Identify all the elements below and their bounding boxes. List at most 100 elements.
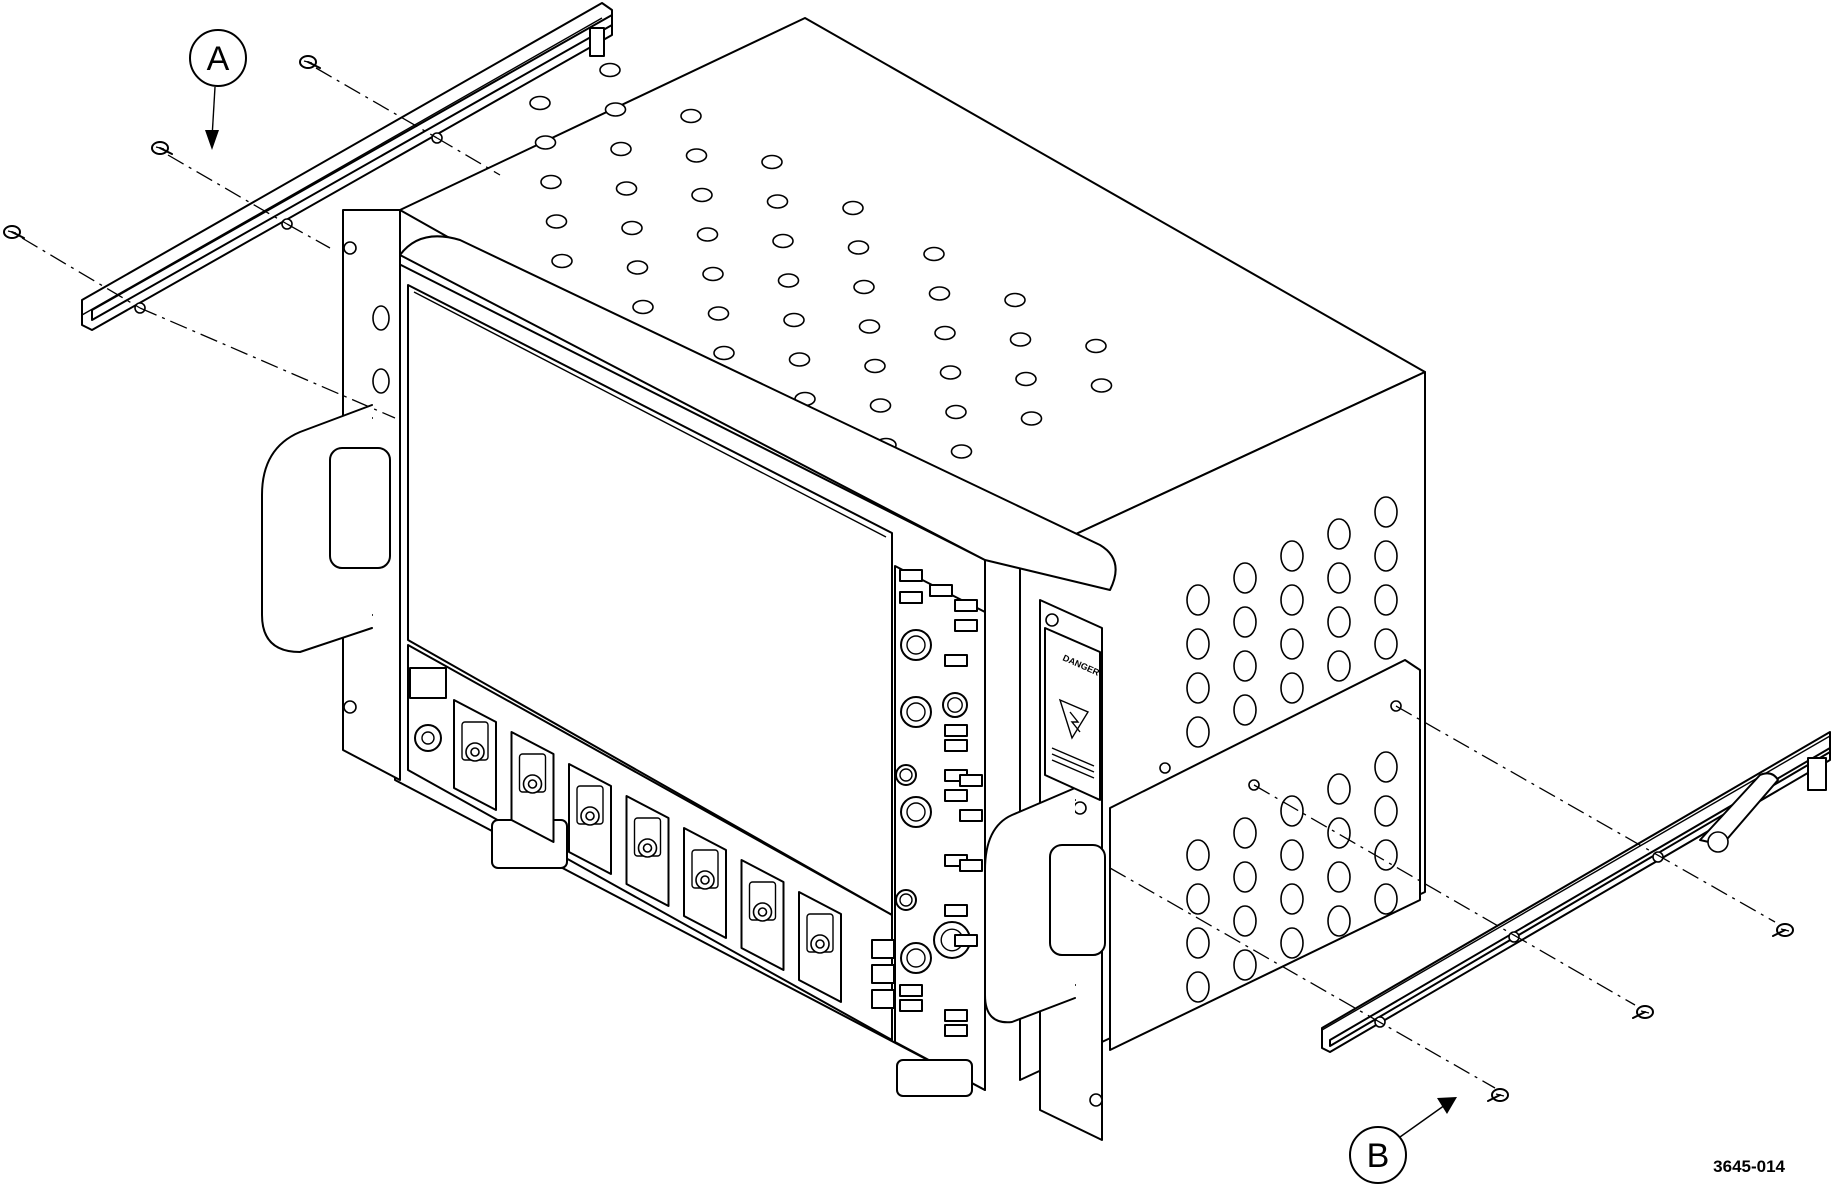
- callout-b: B: [1349, 1097, 1457, 1184]
- control-knob: [942, 692, 968, 718]
- vent-hole: [1233, 949, 1257, 981]
- vent-hole: [1186, 584, 1210, 616]
- vent-hole: [1374, 839, 1398, 871]
- bezel-top-edge: [399, 235, 1117, 591]
- power-button: [414, 724, 442, 752]
- vent-hole: [1186, 716, 1210, 748]
- vent-hole: [1374, 628, 1398, 660]
- panel-button: [959, 859, 983, 872]
- vent-hole: [783, 312, 805, 328]
- vent-hole: [788, 352, 811, 367]
- control-knob: [900, 796, 932, 828]
- vent-hole: [847, 240, 870, 255]
- vent-hole: [923, 246, 945, 262]
- vent-hole: [928, 286, 951, 301]
- vent-hole: [599, 62, 621, 78]
- bracket-vent-holes: [1186, 751, 1398, 1003]
- vent-hole: [853, 279, 875, 295]
- vent-hole: [1327, 518, 1351, 550]
- control-knob: [895, 764, 917, 786]
- panel-button: [929, 584, 953, 597]
- rackmount-screw: [151, 141, 173, 155]
- vent-hole: [1327, 606, 1351, 638]
- vent-hole: [1186, 628, 1210, 660]
- channel-input-connector: [568, 763, 612, 875]
- panel-button: [899, 591, 923, 604]
- right-handle: [984, 787, 1106, 1024]
- vent-hole: [1090, 378, 1113, 393]
- vent-hole: [680, 108, 702, 124]
- channel-input-connector: [798, 891, 842, 1003]
- vent-hole: [761, 154, 783, 170]
- vent-hole: [1280, 839, 1304, 871]
- channel-inputs: [453, 699, 842, 1003]
- control-knob: [900, 942, 932, 974]
- vent-hole: [1015, 371, 1037, 387]
- callout-a-arrowhead: [205, 130, 219, 150]
- vent-hole: [1374, 795, 1398, 827]
- usb-port: [871, 989, 895, 1009]
- vent-hole: [1233, 905, 1257, 937]
- panel-button: [959, 809, 983, 822]
- vent-hole: [1374, 751, 1398, 783]
- vent-hole: [1327, 817, 1351, 849]
- callout-b-arrowhead: [1437, 1097, 1457, 1114]
- vent-hole: [551, 253, 573, 269]
- vent-hole: [777, 273, 800, 288]
- vent-hole: [1186, 883, 1210, 915]
- vent-hole: [1327, 905, 1351, 937]
- panel-button: [899, 984, 923, 997]
- left-handle: [261, 404, 391, 653]
- vent-hole: [1374, 540, 1398, 572]
- vent-hole: [691, 187, 713, 203]
- vent-hole: [1327, 773, 1351, 805]
- figure-id: 3645-014: [1713, 1157, 1785, 1176]
- control-knob: [895, 889, 917, 911]
- vent-hole: [1374, 584, 1398, 616]
- rackmount-screw: [1772, 923, 1794, 937]
- panel-button: [899, 569, 923, 582]
- vent-hole: [1233, 861, 1257, 893]
- vent-hole: [934, 325, 956, 341]
- vent-hole: [610, 141, 632, 157]
- side-panel-vent-holes: [1186, 496, 1398, 748]
- vent-hole: [1186, 839, 1210, 871]
- channel-input-connector: [510, 731, 555, 843]
- vent-hole: [1233, 817, 1257, 849]
- control-knobs-and-buttons: [871, 569, 983, 1037]
- mounting-screws-left: [21, 67, 501, 419]
- control-knob: [900, 629, 932, 661]
- danger-warning-label: DANGER: [1044, 627, 1101, 801]
- vent-hole: [534, 135, 557, 150]
- vent-hole: [772, 233, 794, 249]
- mounting-screws-right: [1109, 705, 1776, 1089]
- vent-hole: [939, 365, 962, 380]
- vent-hole: [713, 345, 735, 361]
- panel-button: [954, 619, 978, 632]
- callout-a: A: [189, 29, 247, 150]
- vent-hole: [1280, 628, 1304, 660]
- vent-hole: [766, 194, 789, 209]
- vent-hole: [615, 181, 638, 196]
- panel-button: [959, 774, 983, 787]
- vent-hole: [702, 266, 724, 282]
- callout-b-label: B: [1367, 1137, 1390, 1175]
- usb-port: [871, 939, 895, 959]
- vent-hole: [696, 227, 719, 242]
- rackmount-screw: [1632, 1005, 1654, 1019]
- vent-hole: [626, 260, 649, 275]
- vent-hole: [1280, 584, 1304, 616]
- panel-button: [954, 599, 978, 612]
- vent-hole: [945, 404, 967, 420]
- vent-hole: [858, 319, 881, 334]
- vent-hole: [1374, 496, 1398, 528]
- vent-hole: [545, 214, 568, 229]
- panel-button: [944, 789, 968, 802]
- panel-button: [954, 934, 978, 947]
- vent-hole: [707, 306, 730, 321]
- vent-hole: [1233, 650, 1257, 682]
- vent-hole: [1186, 927, 1210, 959]
- vent-hole: [1004, 292, 1026, 308]
- vent-hole: [1186, 672, 1210, 704]
- top-cover-vent-holes: [529, 62, 1113, 492]
